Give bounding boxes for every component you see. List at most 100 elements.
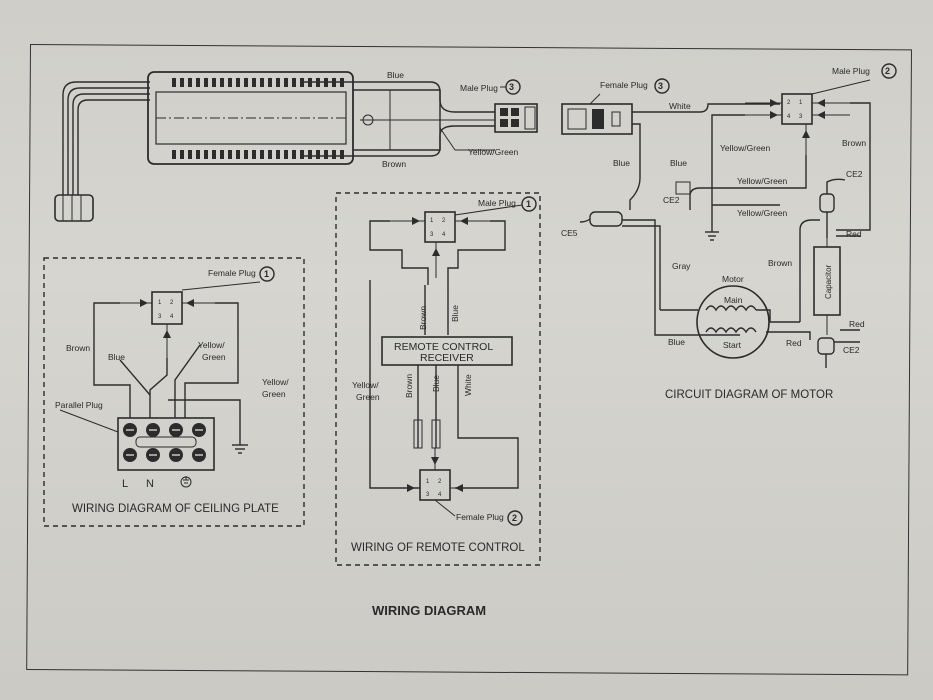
housing-fin xyxy=(244,78,248,87)
remote-male-plug-label: Male Plug xyxy=(478,198,516,208)
mc-ce2a: CE2 xyxy=(663,195,680,205)
female-plug-1 xyxy=(151,291,183,325)
housing-fin xyxy=(340,150,344,159)
housing-fin xyxy=(308,150,312,159)
mm-pin-2: 2 xyxy=(787,100,791,106)
mc-capacitor: Capacitor xyxy=(824,264,833,299)
housing-fin xyxy=(204,150,208,159)
mc-wire-red2: Red xyxy=(849,319,865,329)
motor-female-plug-number: 3 xyxy=(658,81,663,91)
female-plug-3 xyxy=(561,103,633,135)
mc-wire-blue3: Blue xyxy=(668,337,685,347)
terminal-n: N xyxy=(146,478,154,490)
ceiling-plate-box xyxy=(43,257,305,527)
housing-fin xyxy=(292,150,296,159)
rm-pin-1: 1 xyxy=(430,218,434,224)
housing-fin xyxy=(316,150,320,159)
housing-fin xyxy=(276,78,280,87)
top-assembly xyxy=(54,71,538,222)
ceiling-wire-yg2: Yellow/ xyxy=(262,377,289,387)
male-plug-2 xyxy=(781,93,813,125)
male-plug-label: Male Plug xyxy=(460,83,498,93)
page-title: WIRING DIAGRAM xyxy=(372,603,486,618)
ceiling-wire-yg1b: Green xyxy=(202,352,226,362)
ceiling-wire-blue: Blue xyxy=(108,352,125,362)
pin-4: 4 xyxy=(170,314,174,320)
mc-start: Start xyxy=(723,340,742,350)
mc-wire-white: White xyxy=(669,101,691,111)
housing-fin xyxy=(188,150,192,159)
housing-fin xyxy=(300,150,304,159)
housing-fin xyxy=(220,150,224,159)
male-plug-3 xyxy=(494,103,538,133)
ce5-connector xyxy=(589,211,623,227)
mc-wire-red3: Red xyxy=(786,338,802,348)
housing-fin xyxy=(292,78,296,87)
wire-label-brown: Brown xyxy=(382,159,406,169)
housing-fin xyxy=(252,78,256,87)
mc-motor: Motor xyxy=(722,274,744,284)
housing-fin xyxy=(236,78,240,87)
female-plug-number: 1 xyxy=(264,269,269,279)
rm-fpin-3: 3 xyxy=(426,492,430,498)
mm-pin-3: 3 xyxy=(799,114,803,120)
housing-fin xyxy=(172,78,176,87)
ce2-bottom xyxy=(817,337,835,355)
ceiling-wire-brown: Brown xyxy=(66,343,90,353)
housing-fin xyxy=(188,78,192,87)
mc-ce2b: CE2 xyxy=(846,169,863,179)
housing-fin xyxy=(196,150,200,159)
remote-female-plug-number: 2 xyxy=(512,513,517,523)
housing-fin xyxy=(284,78,288,87)
housing-fin xyxy=(324,150,328,159)
pin-2: 2 xyxy=(170,300,174,306)
housing-fin xyxy=(212,78,216,87)
rm-fpin-1: 1 xyxy=(426,479,430,485)
mc-wire-gray: Gray xyxy=(672,261,691,271)
housing-fin xyxy=(220,78,224,87)
mm-pin-1: 1 xyxy=(799,100,803,106)
male-plug-1 xyxy=(424,211,456,243)
motor xyxy=(696,285,770,359)
housing-fin xyxy=(332,150,336,159)
ceiling-wire-yg1: Yellow/ xyxy=(198,340,225,350)
mc-ce5: CE5 xyxy=(561,228,578,238)
motor-male-plug-label: Male Plug xyxy=(832,66,870,76)
housing-fin xyxy=(260,78,264,87)
housing-fin xyxy=(228,78,232,87)
housing-fin xyxy=(260,150,264,159)
mc-ce2c: CE2 xyxy=(843,345,860,355)
female-plug-label: Female Plug xyxy=(208,268,256,278)
mc-wire-blue1: Blue xyxy=(613,158,630,168)
housing-fin xyxy=(268,78,272,87)
mc-wire-yg2: Yellow/Green xyxy=(737,176,788,186)
mc-main: Main xyxy=(724,295,743,305)
female-plug-2 xyxy=(419,469,451,501)
remote-male-plug-number: 1 xyxy=(526,199,531,209)
rm-wire-white: White xyxy=(463,374,473,396)
ceiling-plate-caption: WIRING DIAGRAM OF CEILING PLATE xyxy=(72,503,279,515)
remote-female-plug-label: Female Plug xyxy=(456,512,504,522)
wire-label-blue: Blue xyxy=(387,70,404,80)
rm-wire-brown: Brown xyxy=(418,306,428,330)
housing-fin xyxy=(196,78,200,87)
rm-wire-blue: Blue xyxy=(450,305,460,322)
housing-fin xyxy=(228,150,232,159)
male-plug-number: 3 xyxy=(509,82,514,92)
housing-fin xyxy=(204,78,208,87)
pin-3: 3 xyxy=(158,314,162,320)
remote-caption: WIRING OF REMOTE CONTROL xyxy=(351,542,525,554)
terminal-l: L xyxy=(122,478,128,490)
mm-pin-4: 4 xyxy=(787,114,791,120)
motor-circuit xyxy=(561,63,897,368)
rm-wire-ygb: Green xyxy=(356,392,380,402)
rm-wire-yg: Yellow/ xyxy=(352,380,379,390)
rm-pin-4: 4 xyxy=(442,232,446,238)
motor-female-plug-label: Female Plug xyxy=(600,80,648,90)
mc-wire-brown1: Brown xyxy=(842,138,866,148)
housing-fin xyxy=(244,150,248,159)
ceiling-wire-yg2b: Green xyxy=(262,389,286,399)
ce2-top xyxy=(819,193,835,213)
ceiling-plate-wiring xyxy=(59,266,275,488)
